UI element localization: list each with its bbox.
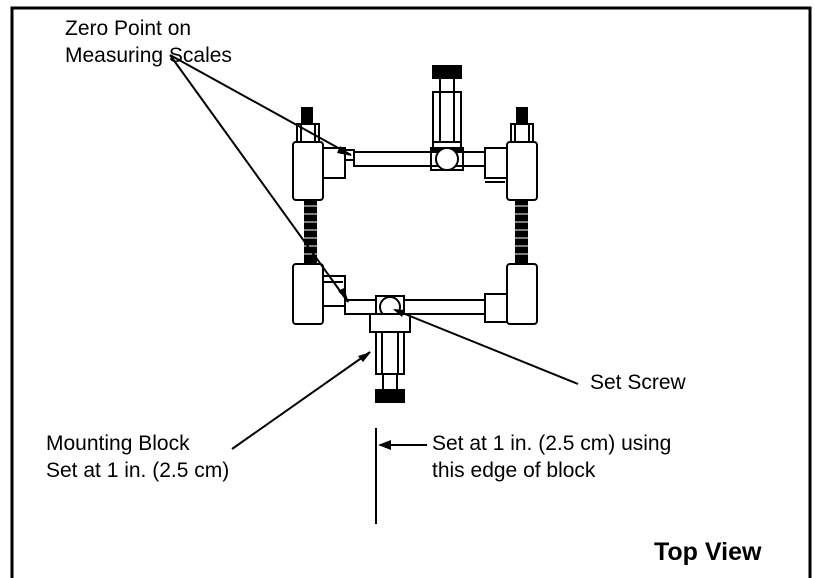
leader-set-screw xyxy=(394,309,579,385)
label-set-screw: Set Screw xyxy=(590,371,686,394)
lower-rail xyxy=(344,299,486,315)
label-edge-note-line2: this edge of block xyxy=(432,459,596,482)
label-zero-point-line2: Measuring Scales xyxy=(65,44,232,67)
arrowheads xyxy=(337,146,405,450)
upper-rail xyxy=(353,151,486,167)
lower-mounting-block xyxy=(369,295,411,403)
label-edge-note-line1: Set at 1 in. (2.5 cm) using xyxy=(432,432,672,455)
arrow-set-screw xyxy=(393,309,405,317)
clamp-block-upper-left xyxy=(292,123,355,201)
clamp-block-lower-right xyxy=(484,263,538,325)
clamp-block-lower-left xyxy=(292,263,346,325)
frame-border xyxy=(10,6,812,578)
label-mounting-block-line1: Mounting Block xyxy=(46,432,190,455)
leader-zero-point-lower xyxy=(169,54,349,303)
arrow-edge-note xyxy=(378,440,391,450)
label-mounting-block-line2: Set at 1 in. (2.5 cm) xyxy=(46,459,230,482)
arrow-mounting-block xyxy=(358,352,371,362)
clamp-block-upper-right xyxy=(484,123,538,201)
view-title: Top View xyxy=(654,538,762,566)
arrow-zero-point-upper xyxy=(337,146,352,156)
threaded-rod-left xyxy=(301,107,317,266)
leader-zero-point-upper xyxy=(169,54,352,156)
arrow-zero-point-lower xyxy=(338,288,349,303)
label-zero-point-line1: Zero Point on xyxy=(65,17,192,40)
threaded-rod-right xyxy=(515,107,528,266)
leader-mounting-block xyxy=(231,351,371,450)
upper-mounting-block xyxy=(430,65,464,171)
